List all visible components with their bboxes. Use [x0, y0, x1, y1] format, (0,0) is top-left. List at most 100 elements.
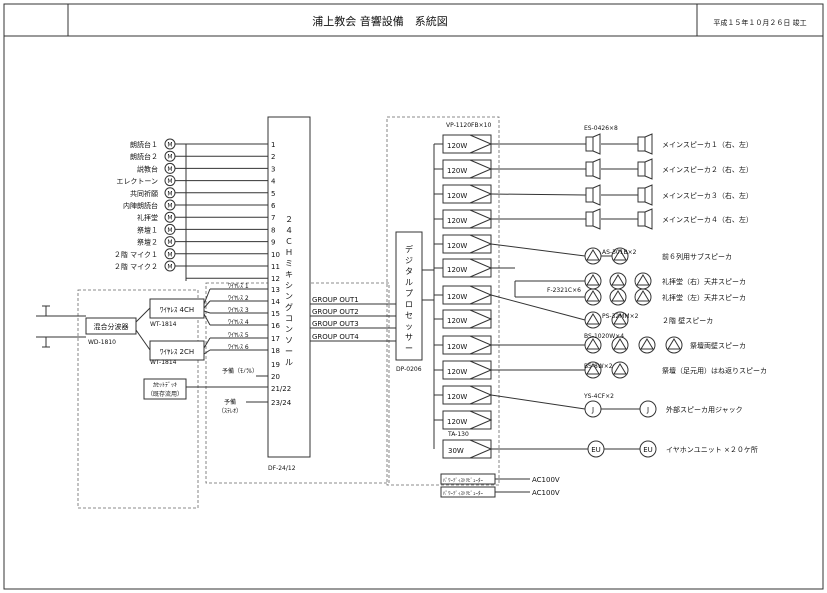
wireless-system-enclosure: [77, 289, 199, 509]
speaker-icon: [637, 161, 646, 177]
input-label: エレクトーン: [116, 178, 158, 186]
input-channel-number: 19: [271, 361, 280, 369]
amp-30w-label: 30W: [448, 447, 464, 455]
amp-label: 120W: [447, 368, 467, 376]
speaker-symbol: [586, 338, 600, 350]
input-channel-number: 13: [271, 286, 280, 294]
connection-line: [203, 349, 211, 355]
connection-line: [490, 394, 586, 410]
power-distributor-label: ﾊﾟﾜｰﾃﾞｨｽﾄﾘﾋﾞｭｰﾀｰ: [443, 490, 484, 497]
earphone-unit-label: EU: [591, 446, 601, 454]
speaker-model: AS-301B×2: [602, 249, 637, 256]
mixer-splitter: [85, 317, 137, 335]
speaker-symbol: [611, 274, 625, 286]
jack-label: J: [591, 406, 594, 414]
console-label-char: ル: [285, 358, 293, 367]
antenna-icon: [36, 336, 86, 348]
input-channel-number: 21/22: [271, 385, 291, 393]
output-label: 礼拝堂（右）天井スピーカ: [662, 277, 746, 286]
receiver-2ch-model: WT-1814: [150, 359, 177, 366]
console-label-char: シ: [285, 281, 293, 290]
amp-label: 120W: [447, 293, 467, 301]
input-channel-number: 23/24: [271, 399, 292, 407]
speaker-symbol: [640, 338, 654, 350]
output-label: ２階 壁スピーカ: [662, 316, 713, 325]
wireless-channel-label: ﾜｲﾔﾚｽ 1: [228, 283, 249, 290]
group-out-label: GROUP OUT3: [312, 320, 359, 328]
amp-label: 120W: [447, 142, 467, 150]
microphone-symbol: M: [167, 239, 172, 246]
speaker-cone: [592, 133, 601, 155]
microphone-symbol: M: [167, 178, 172, 185]
processor-label-char: プ: [405, 289, 413, 298]
microphone-symbol: M: [167, 215, 172, 222]
drawing-title: 浦上教会 音響設備 系統図: [312, 14, 448, 28]
output-label: メインスピーカ４（右、左）: [662, 215, 753, 224]
wireless-channel-label: ﾜｲﾔﾚｽ 5: [228, 332, 249, 339]
speaker-symbol: [586, 363, 600, 375]
amp-label: 120W: [447, 343, 467, 351]
input-channel-number: 11: [271, 263, 280, 271]
connection-line: [203, 310, 211, 314]
connection-line: [203, 337, 211, 349]
amp-triangle: [469, 309, 493, 329]
mixing-console: [267, 116, 311, 458]
input-channel-number: 8: [271, 226, 275, 234]
amp-rack-enclosure: [386, 116, 500, 486]
microphone-symbol: M: [167, 203, 172, 210]
speaker-cone: [592, 184, 601, 206]
connection-line: [203, 313, 211, 326]
wireless-channel-label: ﾜｲﾔﾚｽ 3: [228, 307, 249, 314]
speaker-icon: [637, 136, 646, 152]
ac-supply-label: AC100V: [532, 476, 560, 484]
power-distributor-label: ﾊﾟﾜｰﾃﾞｨｽﾄﾘﾋﾞｭｰﾀｰ: [443, 477, 484, 484]
splitter-label: 混合分波器: [94, 322, 129, 331]
speaker-symbol: [586, 313, 600, 325]
input-label: ２階 マイク１: [114, 250, 158, 259]
input-channel-number: 9: [271, 239, 275, 247]
console-label-char: ２: [285, 215, 293, 224]
processor-label-char: ー: [405, 344, 413, 353]
input-channel-number: 17: [271, 335, 280, 343]
wireless-channel-label: ﾜｲﾔﾚｽ 2: [228, 295, 249, 302]
speaker-cone: [592, 208, 601, 230]
amp-label: 120W: [447, 418, 467, 426]
amp-label: 120W: [447, 393, 467, 401]
console-label-char: キ: [285, 270, 293, 279]
spare-mono-label: 予備（ﾓﾉﾗﾙ）: [222, 367, 258, 375]
cassette-label: ｶｾｯﾄﾃﾞｯｷ: [153, 382, 177, 389]
processor-label-char: タ: [405, 267, 413, 276]
amp-label: 120W: [447, 167, 467, 175]
input-label: 内陣朗読台: [123, 201, 158, 210]
group-out-label: GROUP OUT2: [312, 308, 359, 316]
wireless-channel-label: ﾜｲﾔﾚｽ 6: [228, 344, 249, 351]
digital-processor: [395, 231, 423, 361]
input-channel-number: 12: [271, 275, 280, 283]
speaker-symbol: [636, 290, 650, 302]
connection-line: [490, 294, 586, 321]
microphone-symbol: M: [167, 142, 172, 149]
speaker-cone: [592, 158, 601, 180]
processor-label-char: ロ: [405, 300, 413, 309]
input-channel-number: 20: [271, 373, 280, 381]
speaker-icon: [585, 161, 594, 177]
console-label-char: Ｈ: [285, 248, 293, 257]
console-label-char: グ: [285, 302, 293, 312]
input-channel-number: 6: [271, 202, 276, 210]
input-channel-number: 18: [271, 347, 280, 355]
input-channel-number: 16: [271, 322, 280, 330]
console-label-char: コ: [285, 314, 293, 323]
speaker-icon: [637, 211, 646, 227]
earphone-unit-label: EU: [643, 446, 653, 454]
speaker-symbol: [611, 290, 625, 302]
connection-line: [203, 288, 211, 305]
output-label: イヤホンユニット ×２０ケ所: [666, 445, 758, 454]
processor-label-char: デ: [405, 244, 413, 254]
wireless-channel-label: ﾜｲﾔﾚｽ 4: [228, 319, 249, 326]
amp-label: 120W: [447, 317, 467, 325]
input-channel-number: 2: [271, 153, 275, 161]
processor-label-char: ジ: [405, 256, 413, 265]
output-label: メインスピーカ３（右、左）: [662, 191, 753, 200]
speaker-symbol: [613, 338, 627, 350]
